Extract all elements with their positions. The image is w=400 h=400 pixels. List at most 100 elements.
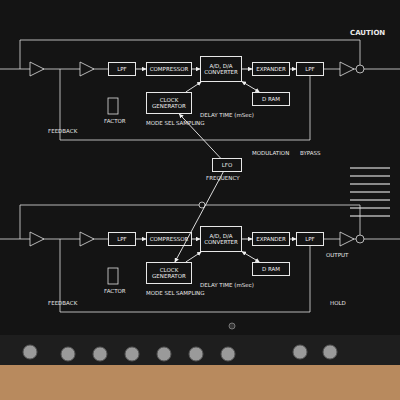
- opamp-symbol: [340, 62, 354, 76]
- wooden-table: [0, 365, 400, 400]
- signal-connector: [186, 82, 201, 92]
- vent-slot: [350, 191, 390, 193]
- block-label: A/D, D/A CONVERTER: [202, 233, 240, 246]
- signal-connector: [136, 239, 146, 240]
- panel-label: SAMPLING: [176, 290, 204, 297]
- block-label: LPF: [305, 236, 315, 243]
- block-box: COMPRESSOR: [146, 62, 192, 76]
- terminal-symbol: [199, 202, 205, 208]
- jack: [157, 347, 171, 361]
- signal-connector: [186, 252, 201, 262]
- opamp-symbol: [80, 62, 94, 76]
- jack: [23, 345, 37, 359]
- block-box: A/D, D/A CONVERTER: [200, 56, 242, 82]
- panel-label: HOLD: [330, 300, 346, 307]
- block-label: CLOCK GENERATOR: [148, 267, 190, 280]
- switch-symbol: [108, 268, 118, 284]
- panel-label: SAMPLING: [176, 120, 204, 127]
- vent-slot: [350, 167, 390, 169]
- panel-label: DELAY TIME (mSec): [200, 282, 254, 289]
- block-label: LPF: [305, 66, 315, 73]
- feedback-wire: [60, 69, 310, 140]
- block-label: COMPRESSOR: [150, 236, 189, 243]
- panel-label: FACTOR: [104, 118, 126, 125]
- jack: [93, 347, 107, 361]
- block-box: LFO: [212, 158, 242, 172]
- block-label: LPF: [117, 236, 127, 243]
- opamp-symbol: [340, 232, 354, 246]
- opamp-symbols: [30, 62, 364, 284]
- panel-label: OUTPUT: [326, 252, 348, 259]
- signal-connector: [242, 252, 259, 262]
- direct-wire: [20, 40, 21, 69]
- panel-label: FREQUENCY: [206, 175, 240, 182]
- signal-connector: [242, 82, 259, 92]
- block-box: EXPANDER: [252, 62, 290, 76]
- block-box: CLOCK GENERATOR: [146, 92, 192, 114]
- signal-connector: [179, 114, 220, 158]
- vent-slot: [350, 207, 390, 209]
- direct-wire: [20, 205, 21, 239]
- block-box: LPF: [296, 232, 324, 246]
- opamp-symbol: [80, 232, 94, 246]
- jack: [61, 347, 75, 361]
- signal-connector: [290, 239, 296, 240]
- signal-connector: [192, 69, 200, 70]
- vent-slot: [350, 199, 390, 201]
- panel-label: DELAY TIME (mSec): [200, 112, 254, 119]
- jacks: [23, 345, 337, 361]
- top-panel: [0, 0, 400, 340]
- block-label: EXPANDER: [256, 66, 286, 73]
- signal-connector: [192, 239, 200, 240]
- signal-wires: [0, 40, 400, 312]
- block-box: D RAM: [252, 262, 290, 276]
- opamp-symbol: [30, 62, 44, 76]
- vent-slot: [350, 215, 390, 217]
- block-box: A/D, D/A CONVERTER: [200, 226, 242, 252]
- block-label: D RAM: [262, 266, 280, 273]
- block-box: LPF: [296, 62, 324, 76]
- block-label: EXPANDER: [256, 236, 286, 243]
- block-box: COMPRESSOR: [146, 232, 192, 246]
- vent-slot: [350, 175, 390, 177]
- vent-slots: [350, 168, 390, 216]
- opamp-symbol: [30, 232, 44, 246]
- panel-label: MODULATION: [252, 150, 289, 157]
- panel-label: BYPASS: [300, 150, 321, 157]
- jack: [323, 345, 337, 359]
- block-box: LPF: [108, 232, 136, 246]
- panel-label: FEEDBACK: [48, 128, 77, 135]
- jack: [125, 347, 139, 361]
- block-label: COMPRESSOR: [150, 66, 189, 73]
- block-label: A/D, D/A CONVERTER: [202, 63, 240, 76]
- signal-connector: [290, 69, 296, 70]
- signal-connector: [136, 69, 146, 70]
- block-label: D RAM: [262, 96, 280, 103]
- block-label: LPF: [117, 66, 127, 73]
- block-box: EXPANDER: [252, 232, 290, 246]
- jack: [189, 347, 203, 361]
- signal-connector: [242, 239, 252, 240]
- panel-label: MODE SEL: [146, 120, 175, 127]
- mixer-symbol: [356, 65, 364, 73]
- block-box: D RAM: [252, 92, 290, 106]
- signal-connector: [175, 172, 223, 262]
- jack: [293, 345, 307, 359]
- block-label: CLOCK GENERATOR: [148, 97, 190, 110]
- mixer-symbol: [356, 235, 364, 243]
- vent-slot: [350, 183, 390, 185]
- warning-text: CAUTION: [350, 30, 385, 37]
- panel-label: MODE SEL: [146, 290, 175, 297]
- switch-symbol: [108, 98, 118, 114]
- signal-connector: [242, 69, 252, 70]
- panel-label: FEEDBACK: [48, 300, 77, 307]
- block-box: LPF: [108, 62, 136, 76]
- feedback-wire: [60, 239, 310, 312]
- jack: [221, 347, 235, 361]
- screw: [229, 323, 235, 329]
- front-edge: [0, 335, 400, 365]
- panel-label: FACTOR: [104, 288, 126, 295]
- block-box: CLOCK GENERATOR: [146, 262, 192, 284]
- block-label: LFO: [222, 162, 233, 169]
